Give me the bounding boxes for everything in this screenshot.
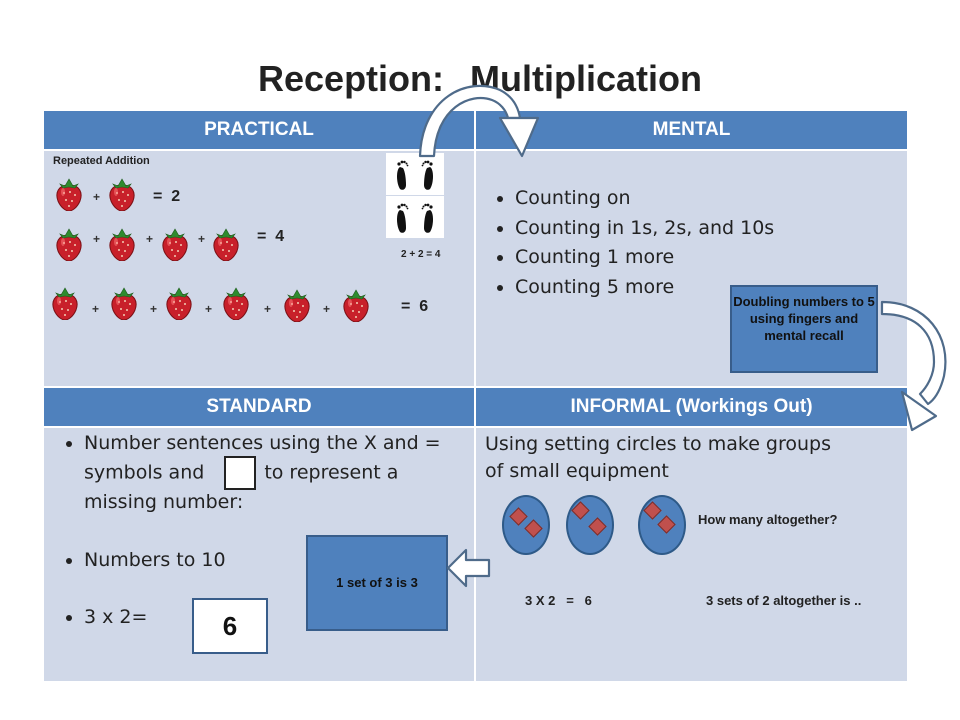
list-item: Numbers to 10: [84, 548, 302, 573]
strawberry-icon: [343, 289, 369, 322]
strawberry-icon: [109, 178, 135, 211]
list-item: Counting 5 more: [515, 273, 893, 303]
strawberry-icon: [56, 228, 82, 261]
page-title: Reception: Multiplication: [0, 58, 960, 100]
standard-list: Number sentences using the X and = symbo…: [62, 431, 462, 515]
plus-sign: +: [323, 302, 331, 316]
plus-sign: +: [198, 232, 206, 246]
title-part-2: Multiplication: [470, 58, 702, 99]
standard-list-3: 3 x 2=: [62, 605, 202, 630]
strawberry-icon: [52, 287, 78, 320]
informal-equation: 3 X 2 = 6: [525, 593, 592, 608]
plus-sign: +: [205, 302, 213, 316]
footprints-icon: [397, 203, 433, 233]
missing-number-box: [224, 456, 257, 490]
strawberry-icon: [284, 289, 310, 322]
answer-value: 6: [222, 611, 238, 641]
strawberry-icon: [162, 228, 188, 261]
left-arrow: [446, 548, 491, 588]
header-standard: STANDARD: [44, 388, 474, 426]
strawberry-icon: [213, 228, 239, 261]
plus-sign: +: [146, 232, 154, 246]
list-item: 3 x 2=: [84, 605, 202, 630]
plus-sign: +: [150, 302, 158, 316]
strawberry-icon: [111, 287, 137, 320]
informal-text: Using setting circles to make groups of …: [485, 433, 832, 482]
strawberry-icon: [56, 178, 82, 211]
feet-caption: 2 + 2 = 4: [401, 249, 441, 260]
plus-sign: +: [93, 190, 101, 204]
curved-arrow-top: [418, 84, 540, 158]
list-item: Counting in 1s, 2s, and 10s: [515, 214, 893, 244]
list-item: Counting on: [515, 184, 893, 214]
list-item: Number sentences using the X and = symbo…: [84, 431, 462, 515]
footprints-bottom: [386, 196, 444, 238]
row3-result: = 6: [401, 298, 429, 315]
plus-sign: +: [92, 302, 100, 316]
curved-arrow-right: [880, 300, 947, 432]
standard-item1-part2: to represent a missing number:: [84, 461, 399, 514]
strawberry-icon: [223, 287, 249, 320]
footprints-top: [386, 153, 444, 195]
list-item: Counting 1 more: [515, 243, 893, 273]
header-practical: PRACTICAL: [44, 111, 474, 149]
strawberry-icon: [166, 287, 192, 320]
header-mental: MENTAL: [476, 111, 907, 149]
header-informal: INFORMAL (Workings Out): [476, 388, 907, 426]
plus-sign: +: [264, 302, 272, 316]
strawberry-icon: [109, 228, 135, 261]
standard-list-2: Numbers to 10: [62, 548, 302, 573]
row2-result: = 4: [257, 228, 285, 245]
row1-result: = 2: [153, 188, 181, 205]
mental-list: Counting on Counting in 1s, 2s, and 10s …: [493, 184, 893, 302]
standard-item1-part1: Number sentences using the X and = symbo…: [84, 432, 441, 484]
repeated-addition-label: Repeated Addition: [53, 155, 150, 167]
plus-sign: +: [93, 232, 101, 246]
answer-box: 6: [192, 598, 268, 654]
how-many-label: How many altogether?: [698, 512, 838, 527]
one-set-callout: 1 set of 3 is 3: [306, 535, 448, 631]
doubling-callout: Doubling numbers to 5 using fingers and …: [730, 285, 878, 373]
informal-cell: [476, 428, 907, 681]
sets-text: 3 sets of 2 altogether is ..: [706, 593, 862, 608]
title-part-1: Reception:: [258, 58, 445, 99]
